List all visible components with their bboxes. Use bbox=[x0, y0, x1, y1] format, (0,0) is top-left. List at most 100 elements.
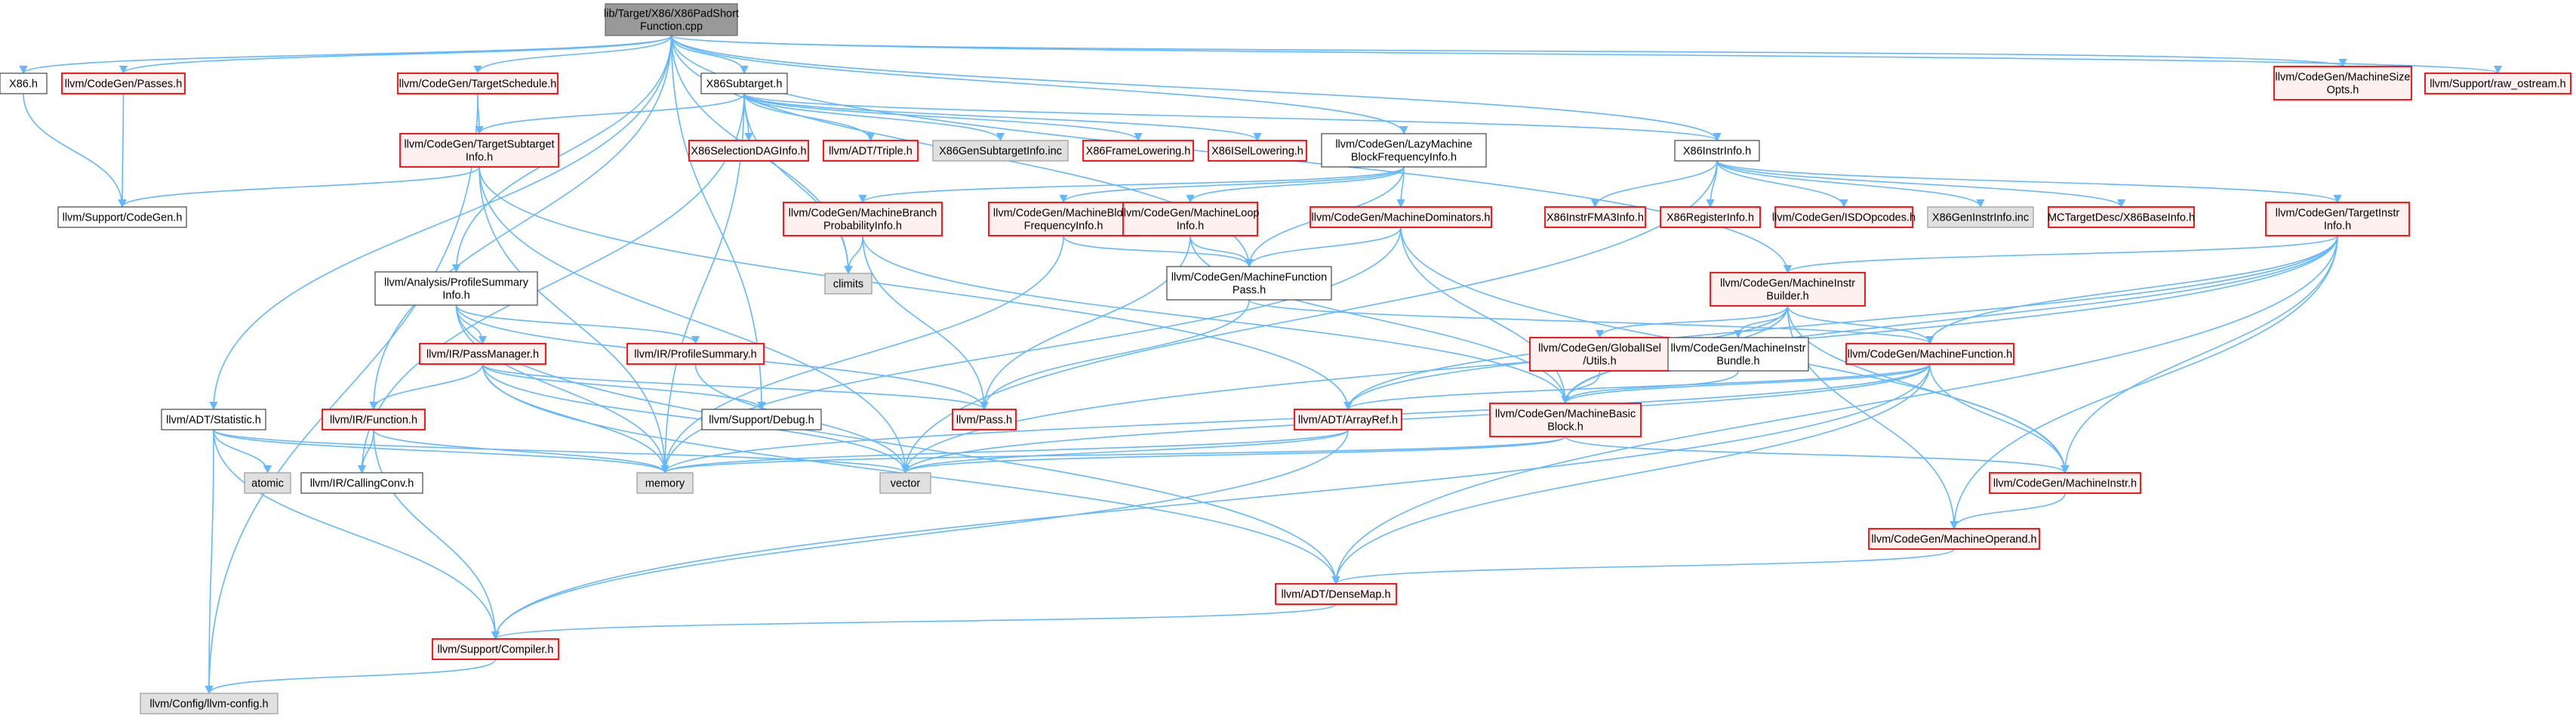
edge-root-to-statistic bbox=[209, 35, 672, 411]
node-box-mibundle bbox=[1667, 337, 1809, 372]
edge-root-to-msizeopts bbox=[670, 35, 2347, 68]
node-callconv[interactable]: llvm/IR/CallingConv.h bbox=[300, 472, 423, 494]
node-label-isdop: llvm/CodeGen/ISDOpcodes.h bbox=[1772, 212, 1916, 224]
node-climits: climits bbox=[824, 273, 873, 295]
node-box-passes bbox=[61, 73, 186, 94]
edge-x86h-to-supcodegen bbox=[23, 93, 127, 208]
node-compiler[interactable]: llvm/Support/Compiler.h bbox=[432, 638, 559, 660]
node-moperand[interactable]: llvm/CodeGen/MachineOperand.h bbox=[1868, 528, 2040, 550]
node-triple[interactable]: llvm/ADT/Triple.h bbox=[823, 140, 919, 162]
edge-subtarget-to-instrinfo bbox=[743, 93, 1722, 142]
node-fma3[interactable]: X86InstrFMA3Info.h bbox=[1544, 206, 1646, 228]
node-box-mbb bbox=[1489, 403, 1642, 437]
node-framelow[interactable]: X86FrameLowering.h bbox=[1082, 140, 1194, 162]
node-gisel[interactable]: llvm/CodeGen/GlobalISel/Utils.h bbox=[1529, 337, 1670, 372]
node-box-passmgr bbox=[419, 343, 546, 365]
edge-mib-to-mibundle bbox=[1734, 305, 1789, 339]
edge-psi-to-memory bbox=[455, 304, 669, 474]
node-memory: memory bbox=[636, 472, 694, 494]
node-subtarget[interactable]: X86Subtarget.h bbox=[700, 73, 788, 94]
node-box-psi bbox=[374, 271, 538, 306]
edge-mbfi-to-memory bbox=[660, 235, 1064, 474]
node-box-gisel bbox=[1529, 337, 1670, 372]
node-x86h[interactable]: X86.h bbox=[0, 73, 48, 94]
node-passmgr[interactable]: llvm/IR/PassManager.h bbox=[419, 343, 546, 365]
edge-mbfi-to-mfpass bbox=[1063, 235, 1254, 268]
edge-passmgr-to-vector bbox=[482, 363, 910, 474]
node-irfunc[interactable]: llvm/IR/Function.h bbox=[322, 409, 426, 430]
node-box-seldag bbox=[688, 140, 809, 162]
node-passes[interactable]: llvm/CodeGen/Passes.h bbox=[61, 73, 186, 94]
node-supdebug[interactable]: llvm/Support/Debug.h bbox=[701, 409, 822, 430]
node-label-mbfi: llvm/CodeGen/MachineBlock bbox=[993, 208, 1134, 220]
node-reginfo[interactable]: X86RegisterInfo.h bbox=[1660, 206, 1761, 228]
node-gensubinc: X86GenSubtargetInfo.inc bbox=[932, 140, 1069, 162]
node-arrayref[interactable]: llvm/ADT/ArrayRef.h bbox=[1294, 409, 1402, 430]
edge-subtarget-to-framelow bbox=[743, 93, 1143, 142]
node-label-passmgr: llvm/IR/PassManager.h bbox=[426, 349, 539, 361]
edge-mfunc-to-arrayref bbox=[1343, 363, 1931, 411]
node-instrinfo[interactable]: X86InstrInfo.h bbox=[1674, 140, 1760, 162]
edge-tsubinfo-to-supcodegen bbox=[118, 166, 480, 208]
node-mbpi[interactable]: llvm/CodeGen/MachineBranchProbabilityInf… bbox=[783, 202, 943, 236]
node-seldag[interactable]: X86SelectionDAGInfo.h bbox=[688, 140, 809, 162]
edge-mbb-to-memory bbox=[660, 436, 1566, 474]
node-mfunc[interactable]: llvm/CodeGen/MachineFunction.h bbox=[1845, 343, 2014, 365]
node-box-mfunc bbox=[1845, 343, 2014, 365]
node-label-mloop: llvm/CodeGen/MachineLoop bbox=[1122, 208, 1260, 220]
node-lazymbfi[interactable]: llvm/CodeGen/LazyMachineBlockFrequencyIn… bbox=[1321, 133, 1487, 168]
node-label-psi: llvm/Analysis/ProfileSummary bbox=[384, 277, 529, 289]
node-box-climits bbox=[824, 273, 873, 295]
node-box-rawostream bbox=[2424, 73, 2571, 94]
edge-mfpass-to-pass bbox=[980, 299, 1250, 411]
node-supcodegen[interactable]: llvm/Support/CodeGen.h bbox=[57, 206, 187, 228]
node-statistic[interactable]: llvm/ADT/Statistic.h bbox=[161, 409, 266, 430]
node-label-compiler: llvm/Support/Compiler.h bbox=[438, 644, 554, 656]
edge-tinstrinfo-to-densemap bbox=[1331, 235, 2338, 585]
node-baseinfo[interactable]: MCTargetDesc/X86BaseInfo.h bbox=[2048, 206, 2195, 228]
node-label-climits: climits bbox=[833, 279, 863, 291]
edge-mloop-to-pass bbox=[980, 235, 1191, 411]
edge-mib-to-mfunc bbox=[1787, 305, 1934, 345]
node-label-root: lib/Target/X86/X86PadShort bbox=[604, 8, 739, 20]
node-box-triple bbox=[823, 140, 919, 162]
node-box-compiler bbox=[432, 638, 559, 660]
node-box-pass bbox=[952, 409, 1017, 430]
edge-root-to-tsched bbox=[473, 35, 672, 75]
node-label-gensubinc: X86GenSubtargetInfo.inc bbox=[939, 146, 1062, 158]
node-label-baseinfo: MCTargetDesc/X86BaseInfo.h bbox=[2048, 212, 2195, 224]
node-profsum[interactable]: llvm/IR/ProfileSummary.h bbox=[626, 343, 765, 365]
node-tsched[interactable]: llvm/CodeGen/TargetSchedule.h bbox=[397, 73, 559, 94]
node-pass[interactable]: llvm/Pass.h bbox=[952, 409, 1017, 430]
node-label-tsched: llvm/CodeGen/TargetSchedule.h bbox=[399, 79, 557, 91]
node-box-subtarget bbox=[700, 73, 788, 94]
node-mdom[interactable]: llvm/CodeGen/MachineDominators.h bbox=[1310, 206, 1492, 228]
node-rawostream[interactable]: llvm/Support/raw_ostream.h bbox=[2424, 73, 2571, 94]
edge-instrinfo-to-baseinfo bbox=[1716, 160, 2125, 208]
node-isellow[interactable]: X86ISelLowering.h bbox=[1208, 140, 1307, 162]
node-label-mdom: llvm/CodeGen/MachineDominators.h bbox=[1312, 212, 1491, 224]
node-box-densemap bbox=[1275, 583, 1397, 605]
node-isdop[interactable]: llvm/CodeGen/ISDOpcodes.h bbox=[1772, 206, 1916, 228]
node-minstr[interactable]: llvm/CodeGen/MachineInstr.h bbox=[1989, 472, 2141, 494]
node-label-mib: llvm/CodeGen/MachineInstr bbox=[1720, 278, 1855, 290]
edge-subtarget-to-triple bbox=[743, 93, 876, 142]
node-densemap[interactable]: llvm/ADT/DenseMap.h bbox=[1275, 583, 1397, 605]
node-label-memory: memory bbox=[645, 478, 685, 490]
node-label-rawostream: llvm/Support/raw_ostream.h bbox=[2430, 79, 2566, 91]
node-box-callconv bbox=[300, 472, 423, 494]
edge-mbb-to-vector bbox=[901, 436, 1566, 474]
node-label-mbpi: ProbabilityInfo.h bbox=[823, 221, 902, 233]
edge-statistic-to-compiler bbox=[213, 429, 500, 640]
